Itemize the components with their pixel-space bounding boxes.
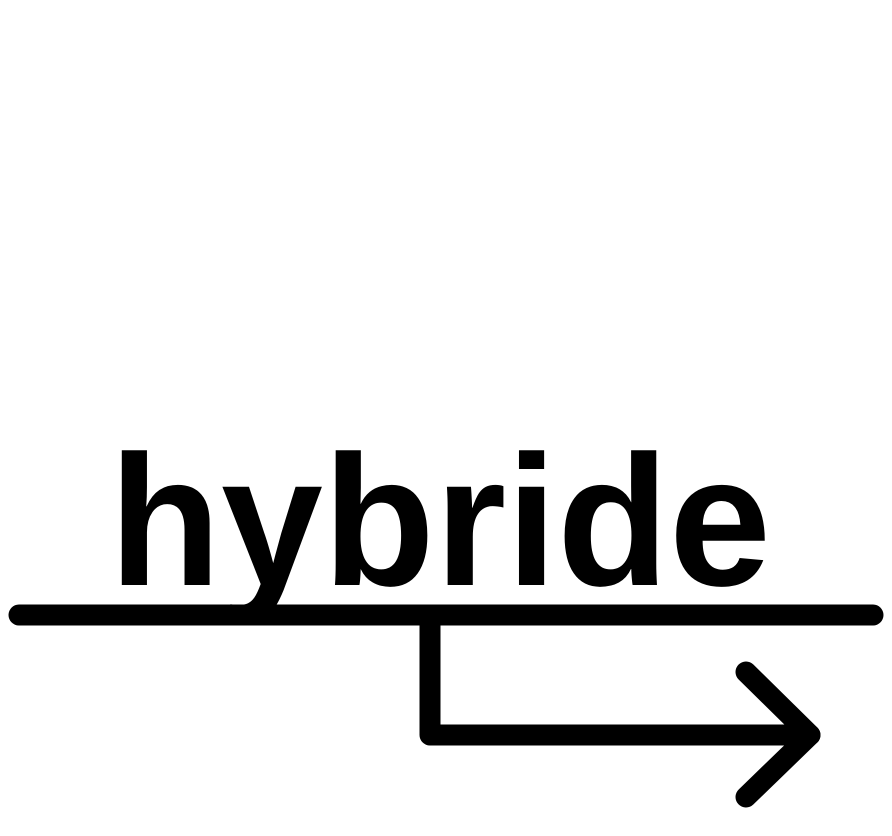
branch-right-arrow-icon [8, 604, 884, 808]
arrowhead [735, 661, 821, 808]
logo-word: hybride [109, 418, 771, 625]
branch-line [419, 604, 821, 746]
